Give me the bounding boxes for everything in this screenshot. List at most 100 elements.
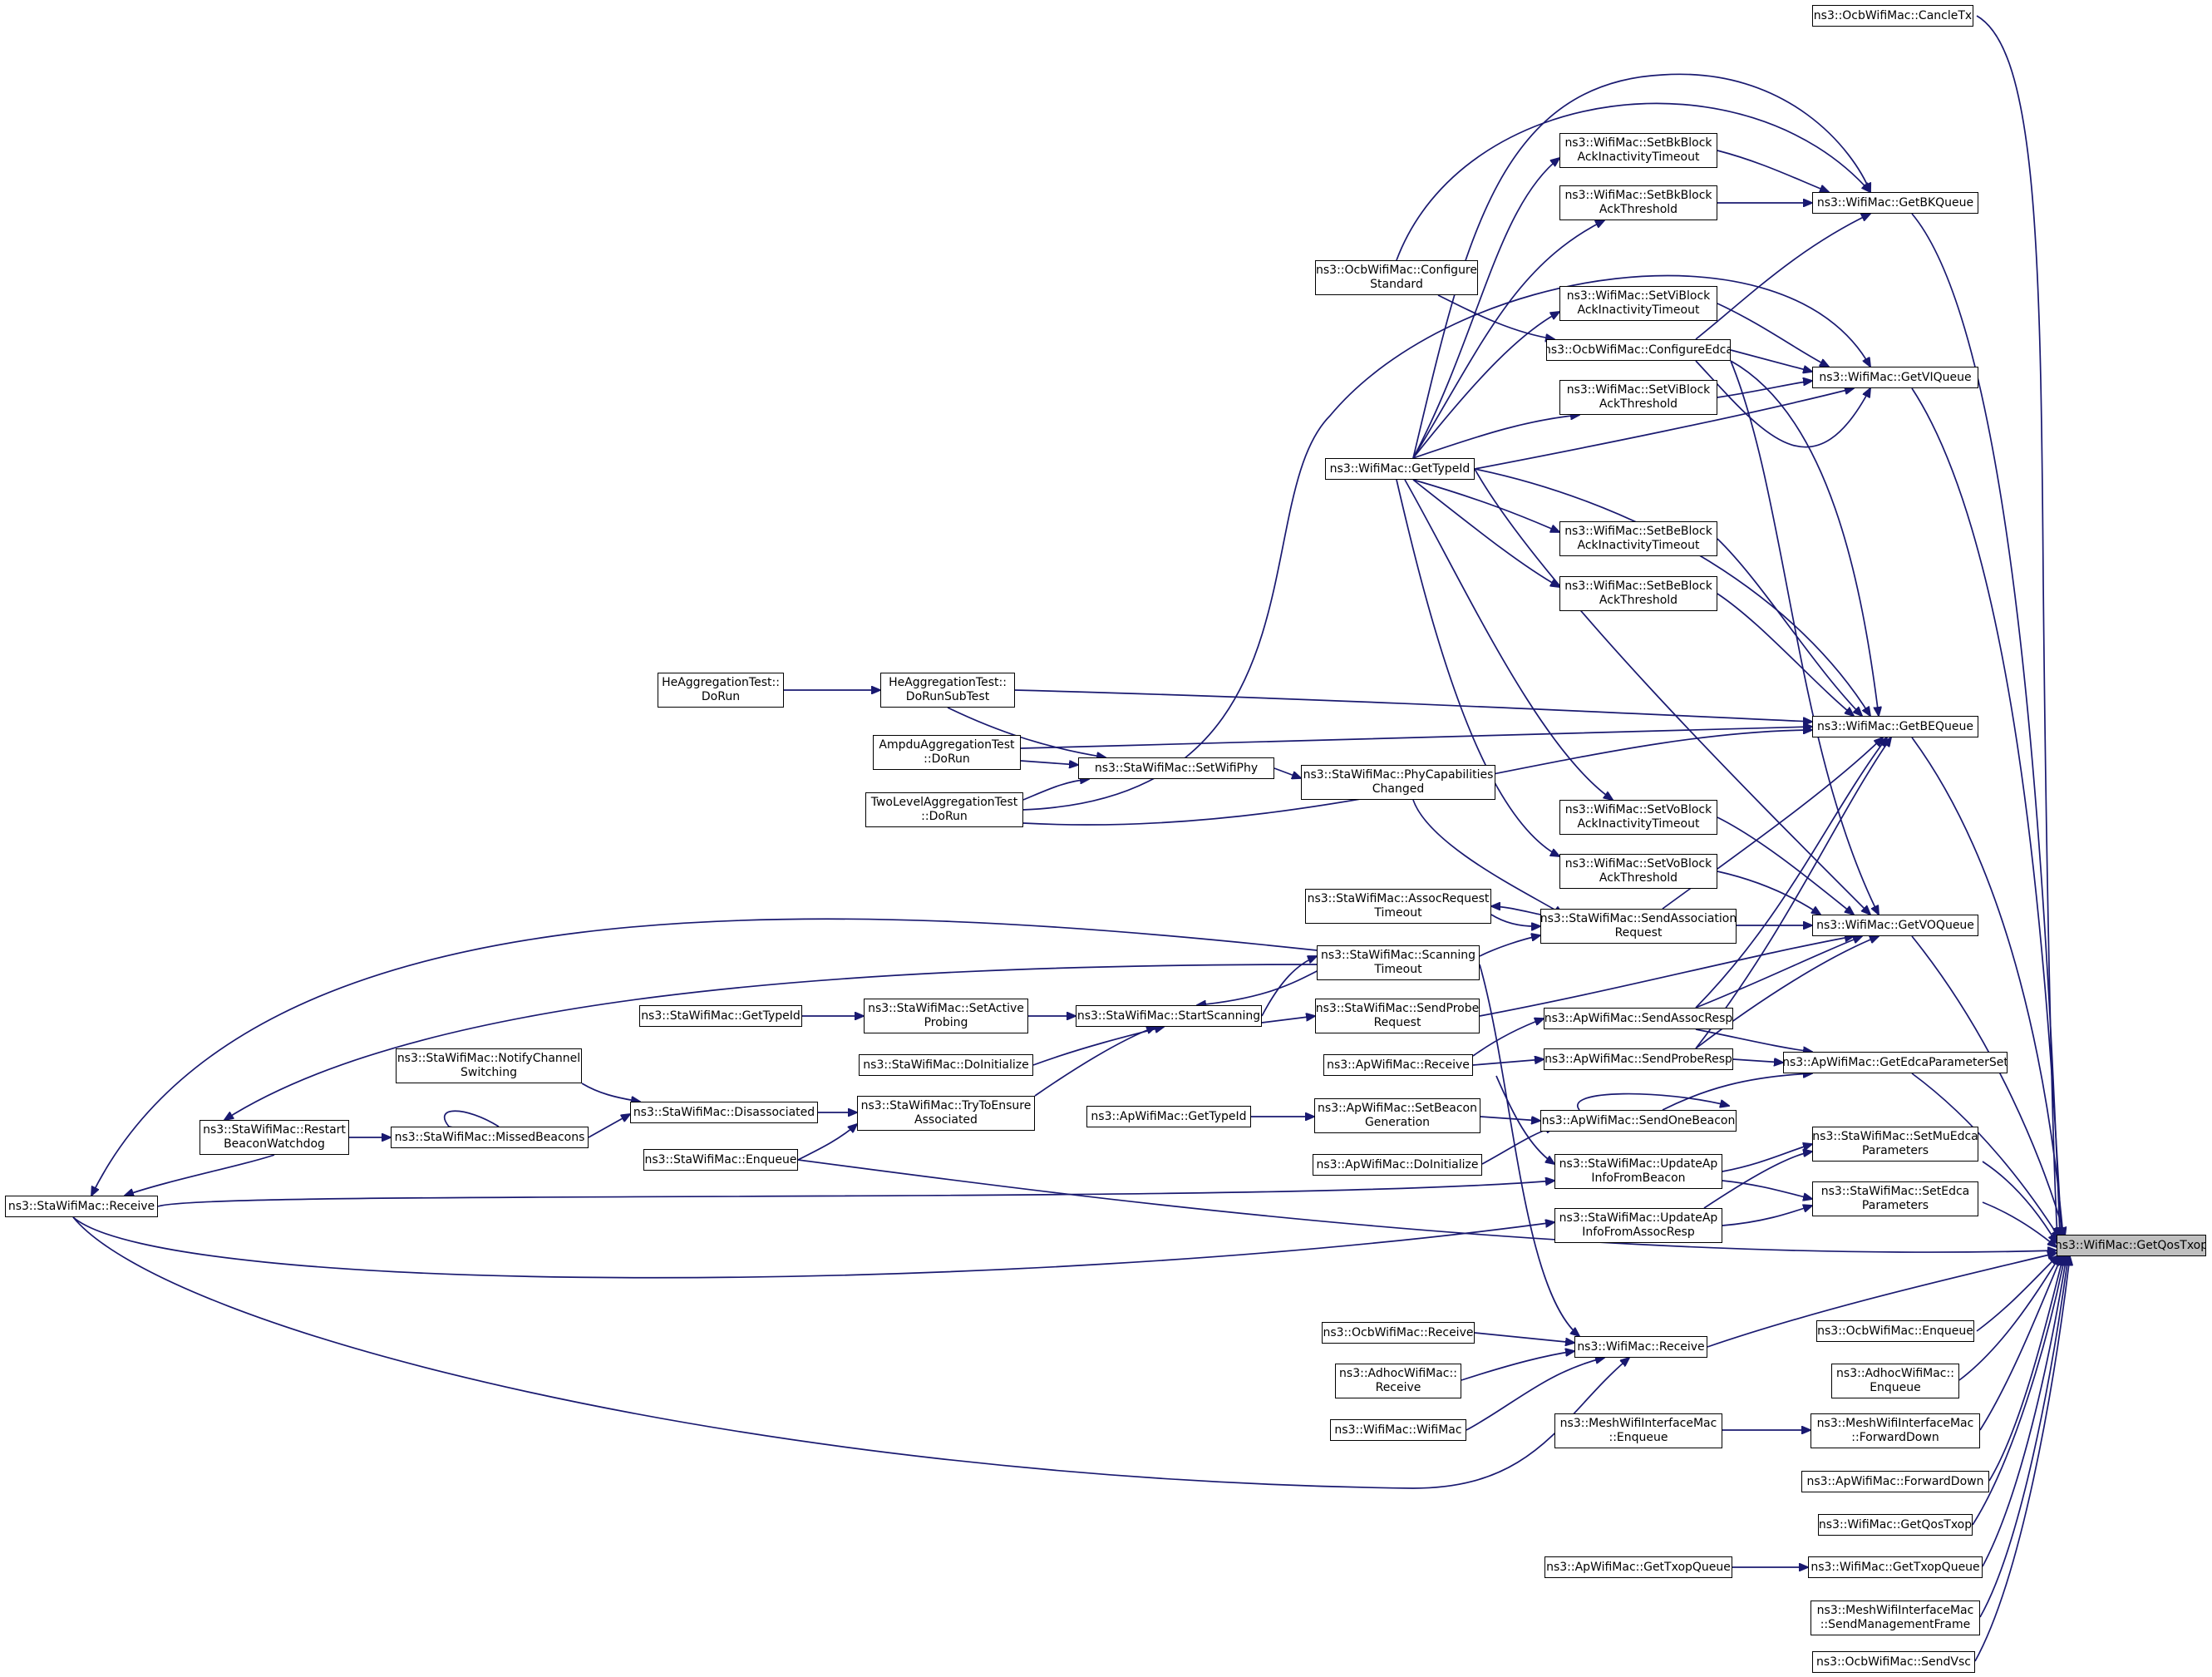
node-wifimac-getqostxop[interactable]: ns3::WifiMac::GetQosTxop bbox=[1818, 1514, 1973, 1536]
node-stawifimac-startscanning[interactable]: ns3::StaWifiMac::StartScanning bbox=[1076, 1005, 1262, 1027]
node-wifimac-getvoqueue[interactable]: ns3::WifiMac::GetVOQueue bbox=[1812, 915, 1978, 936]
node-wifimac-getbkqueue[interactable]: ns3::WifiMac::GetBKQueue bbox=[1812, 192, 1978, 214]
node-wifimac-wifimac[interactable]: ns3::WifiMac::WifiMac bbox=[1330, 1419, 1466, 1441]
node-stawifimac-updateapinfofrombeacon[interactable]: ns3::StaWifiMac::UpdateAp InfoFromBeacon bbox=[1554, 1154, 1722, 1189]
node-stawifimac-trytoensureassociated[interactable]: ns3::StaWifiMac::TryToEnsure Associated bbox=[857, 1096, 1035, 1131]
call-edge bbox=[1695, 214, 1870, 340]
node-ampduaggregationtest-dorun[interactable]: AmpduAggregationTest ::DoRun bbox=[873, 735, 1021, 770]
node-meshwifiinterfacemac-enqueue[interactable]: ns3::MeshWifiInterfaceMac ::Enqueue bbox=[1554, 1413, 1722, 1448]
node-apwifimac-receive[interactable]: ns3::ApWifiMac::Receive bbox=[1323, 1054, 1473, 1076]
node-adhocwifimac-enqueue[interactable]: ns3::AdhocWifiMac:: Enqueue bbox=[1831, 1364, 1959, 1398]
call-edge bbox=[1982, 1256, 2067, 1567]
node-apwifimac-sendonebeacon[interactable]: ns3::ApWifiMac::SendOneBeacon bbox=[1540, 1110, 1737, 1132]
node-wifimac-getviqueue[interactable]: ns3::WifiMac::GetVIQueue bbox=[1812, 367, 1978, 388]
node-ocbwifimac-enqueue[interactable]: ns3::OcbWifiMac::Enqueue bbox=[1816, 1320, 1974, 1342]
node-apwifimac-sendproberesp[interactable]: ns3::ApWifiMac::SendProbeResp bbox=[1544, 1048, 1733, 1070]
node-wifimac-setviblockackthreshold[interactable]: ns3::WifiMac::SetViBlock AckThreshold bbox=[1559, 380, 1717, 415]
call-edge bbox=[1261, 956, 1317, 1017]
call-edge bbox=[1197, 964, 1331, 1005]
call-edge bbox=[1982, 1161, 2057, 1243]
node-stawifimac-doinitialize[interactable]: ns3::StaWifiMac::DoInitialize bbox=[859, 1054, 1033, 1076]
node-stawifimac-sendassociationrequest[interactable]: ns3::StaWifiMac::SendAssociation Request bbox=[1540, 909, 1737, 944]
node-stawifimac-setwifiphy[interactable]: ns3::StaWifiMac::SetWifiPhy bbox=[1078, 757, 1274, 779]
call-edge bbox=[1034, 1027, 1155, 1097]
node-wifimac-setvoblockackinactivitytimeout[interactable]: ns3::WifiMac::SetVoBlock AckInactivityTi… bbox=[1559, 800, 1717, 835]
call-edge bbox=[1576, 1093, 1729, 1111]
node-wifimac-receive[interactable]: ns3::WifiMac::Receive bbox=[1574, 1336, 1707, 1358]
node-apwifimac-gettxopqueue[interactable]: ns3::ApWifiMac::GetTxopQueue bbox=[1544, 1556, 1732, 1578]
call-edge bbox=[1495, 1075, 1554, 1164]
node-stawifimac-sendproberequest[interactable]: ns3::StaWifiMac::SendProbe Request bbox=[1315, 999, 1480, 1033]
call-edge bbox=[1703, 1152, 1812, 1209]
call-edge bbox=[1717, 303, 1829, 367]
call-edge bbox=[1695, 737, 1887, 1009]
call-edge bbox=[1404, 479, 1613, 800]
node-wifimac-setbkblockackinactivitytimeout[interactable]: ns3::WifiMac::SetBkBlock AckInactivityTi… bbox=[1559, 133, 1717, 168]
call-edge bbox=[1972, 1256, 2065, 1526]
node-wifimac-setvoblockackthreshold[interactable]: ns3::WifiMac::SetVoBlock AckThreshold bbox=[1559, 854, 1717, 889]
node-wifimac-getbequeue[interactable]: ns3::WifiMac::GetBEQueue bbox=[1812, 716, 1978, 737]
node-adhocwifimac-receive[interactable]: ns3::AdhocWifiMac:: Receive bbox=[1335, 1364, 1461, 1398]
node-meshwifiinterfacemac-sendmanagementframe[interactable]: ns3::MeshWifiInterfaceMac ::SendManageme… bbox=[1810, 1601, 1980, 1635]
call-edge bbox=[1911, 387, 2062, 1236]
node-stawifimac-missedbeacons[interactable]: ns3::StaWifiMac::MissedBeacons bbox=[391, 1127, 589, 1148]
call-edge bbox=[1412, 479, 1559, 532]
node-stawifimac-notifychannelswitching[interactable]: ns3::StaWifiMac::NotifyChannel Switching bbox=[396, 1048, 582, 1083]
call-edge bbox=[797, 1159, 2057, 1252]
node-stawifimac-enqueue[interactable]: ns3::StaWifiMac::Enqueue bbox=[643, 1149, 798, 1171]
node-wifimac-gettypeid[interactable]: ns3::WifiMac::GetTypeId bbox=[1325, 458, 1475, 480]
node-apwifimac-doinitialize[interactable]: ns3::ApWifiMac::DoInitialize bbox=[1313, 1154, 1482, 1176]
call-edge bbox=[1474, 1332, 1574, 1343]
call-edge bbox=[1911, 213, 2060, 1236]
node-wifimac-setbeblockackthreshold[interactable]: ns3::WifiMac::SetBeBlock AckThreshold bbox=[1559, 576, 1717, 611]
node-apwifimac-forwarddown[interactable]: ns3::ApWifiMac::ForwardDown bbox=[1801, 1471, 1989, 1492]
call-edge bbox=[125, 1154, 275, 1196]
call-edge bbox=[1911, 737, 2063, 1236]
call-edge bbox=[1396, 479, 1559, 856]
call-edge bbox=[1474, 468, 1870, 915]
node-meshwifiinterfacemac-forwarddown[interactable]: ns3::MeshWifiInterfaceMac ::ForwardDown bbox=[1810, 1413, 1980, 1448]
node-stawifimac-receive[interactable]: ns3::StaWifiMac::Receive bbox=[5, 1196, 158, 1217]
call-edge bbox=[1014, 689, 1812, 722]
call-edge bbox=[1979, 1256, 2062, 1431]
node-ocbwifimac-cancletx[interactable]: ns3::OcbWifiMac::CancleTx bbox=[1812, 5, 1973, 27]
node-stawifimac-disassociated[interactable]: ns3::StaWifiMac::Disassociated bbox=[630, 1102, 818, 1123]
call-edge bbox=[581, 1083, 640, 1102]
node-ocbwifimac-receive[interactable]: ns3::OcbWifiMac::Receive bbox=[1322, 1322, 1475, 1344]
node-ocbwifimac-configureedca[interactable]: ns3::OcbWifiMac::ConfigureEdca bbox=[1546, 339, 1731, 361]
call-edge bbox=[1412, 158, 1559, 459]
node-wifimac-gettxopqueue[interactable]: ns3::WifiMac::GetTxopQueue bbox=[1808, 1556, 1983, 1578]
call-edge bbox=[157, 1181, 1554, 1207]
node-stawifimac-phycapabilitieschanged[interactable]: ns3::StaWifiMac::PhyCapabilities Changed bbox=[1301, 765, 1495, 800]
node-stawifimac-assocrequesttimeout[interactable]: ns3::StaWifiMac::AssocRequest Timeout bbox=[1305, 889, 1491, 924]
node-wifimac-setbkblockackthreshold[interactable]: ns3::WifiMac::SetBkBlock AckThreshold bbox=[1559, 185, 1717, 220]
node-wifimac-getqostxop-focus[interactable]: ns3::WifiMac::GetQosTxop bbox=[2057, 1235, 2206, 1256]
call-edge bbox=[224, 964, 1318, 1120]
node-wifimac-setviblockackinactivitytimeout[interactable]: ns3::WifiMac::SetViBlock AckInactivityTi… bbox=[1559, 286, 1717, 321]
node-wifimac-setbeblockackinactivitytimeout[interactable]: ns3::WifiMac::SetBeBlock AckInactivityTi… bbox=[1559, 521, 1717, 556]
node-ocbwifimac-sendvsc[interactable]: ns3::OcbWifiMac::SendVsc bbox=[1812, 1651, 1975, 1673]
node-stawifimac-scanningtimeout[interactable]: ns3::StaWifiMac::Scanning Timeout bbox=[1317, 945, 1480, 980]
node-apwifimac-setbeacongeneration[interactable]: ns3::ApWifiMac::SetBeacon Generation bbox=[1314, 1098, 1480, 1133]
node-stawifimac-gettypeid[interactable]: ns3::StaWifiMac::GetTypeId bbox=[639, 1005, 802, 1027]
node-apwifimac-sendassocresp[interactable]: ns3::ApWifiMac::SendAssocResp bbox=[1544, 1008, 1733, 1029]
call-edge bbox=[1474, 388, 1854, 470]
node-stawifimac-setmuedcaparameters[interactable]: ns3::StaWifiMac::SetMuEdca Parameters bbox=[1812, 1127, 1978, 1162]
node-stawifimac-updateapinfofromassocresp[interactable]: ns3::StaWifiMac::UpdateAp InfoFromAssocR… bbox=[1554, 1208, 1722, 1243]
node-heaggregationtest-dorun[interactable]: HeAggregationTest:: DoRun bbox=[658, 673, 784, 708]
node-stawifimac-setactiveprobing[interactable]: ns3::StaWifiMac::SetActive Probing bbox=[864, 999, 1028, 1033]
call-edge bbox=[1976, 1255, 2058, 1332]
edges-layer bbox=[72, 15, 2070, 1662]
node-stawifimac-setedcaparameters[interactable]: ns3::StaWifiMac::SetEdca Parameters bbox=[1812, 1181, 1978, 1216]
call-edge bbox=[1461, 1351, 1574, 1381]
call-edge bbox=[1479, 936, 1854, 1017]
node-apwifimac-gettypeid[interactable]: ns3::ApWifiMac::GetTypeId bbox=[1086, 1106, 1251, 1127]
call-edge bbox=[1695, 936, 1862, 1009]
call-edge bbox=[1412, 479, 1559, 587]
node-apwifimac-getedcaparameterset[interactable]: ns3::ApWifiMac::GetEdcaParameterSet bbox=[1783, 1052, 2008, 1073]
node-ocbwifimac-configurestandard[interactable]: ns3::OcbWifiMac::Configure Standard bbox=[1315, 260, 1478, 295]
node-heaggregationtest-dorunsubtest[interactable]: HeAggregationTest:: DoRunSubTest bbox=[880, 673, 1015, 708]
node-stawifimac-restartbeaconwatchdog[interactable]: ns3::StaWifiMac::Restart BeaconWatchdog bbox=[200, 1120, 349, 1155]
call-edge bbox=[1396, 102, 1870, 261]
node-twolevelaggregationtest-dorun[interactable]: TwoLevelAggregationTest ::DoRun bbox=[865, 792, 1023, 827]
